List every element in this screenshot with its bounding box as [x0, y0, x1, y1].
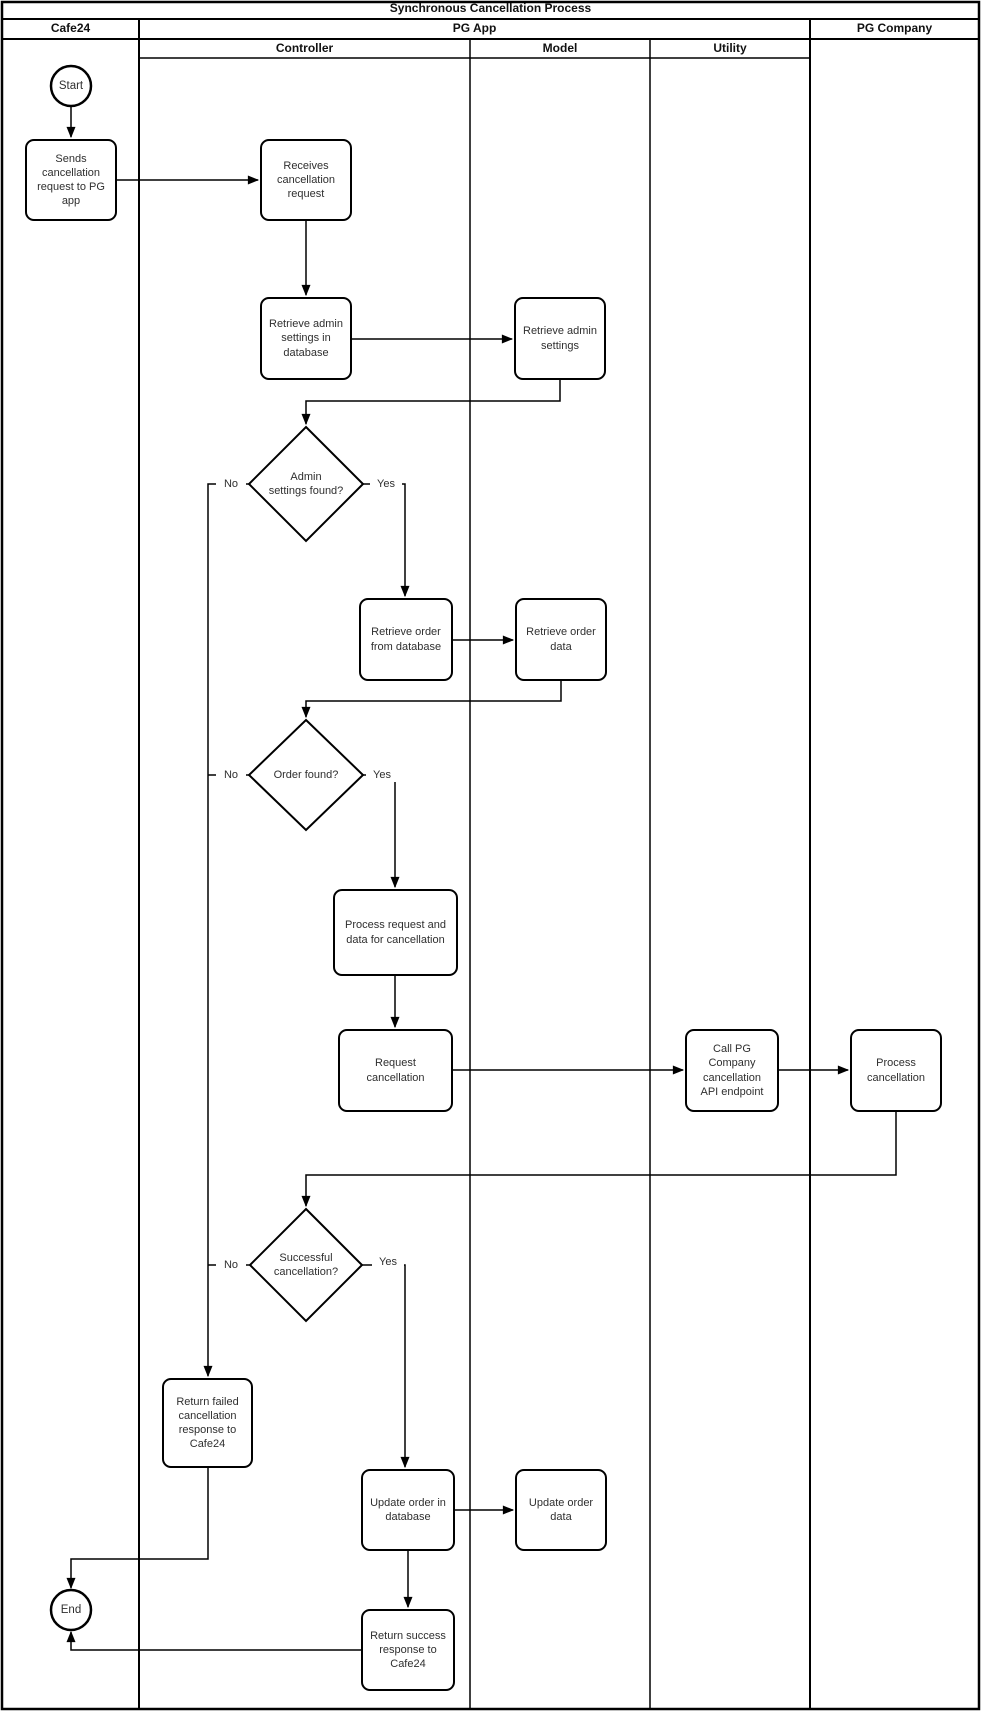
start-terminator — [49, 64, 93, 108]
label-update-order-data: Update order data — [528, 1496, 594, 1523]
label-call-pg-api: Call PG Company cancellation API endpoin… — [700, 1043, 764, 1098]
label-sends-cancellation: Sends cancellation request to PG app — [37, 152, 105, 208]
label-receives-cancellation: Receives cancellation request — [276, 159, 336, 201]
decision-successful-cancellation — [248, 1207, 364, 1323]
node-retrieve-order-db — [359, 598, 453, 681]
edge-label-order-found-yes: Yes — [366, 768, 398, 782]
label-retrieve-admin-settings: Retrieve admin settings — [523, 325, 597, 352]
label-order-found: Order found? — [273, 768, 339, 781]
label-retrieve-order-db: Retrieve order from database — [370, 626, 442, 653]
node-update-order-data — [515, 1469, 607, 1551]
label-request-cancellation: Request cancellation — [366, 1057, 425, 1084]
node-retrieve-admin-settings — [514, 297, 606, 380]
edge-return-success-to-end — [66, 1630, 362, 1651]
label-successful-cancellation: Successful cancellation? — [273, 1251, 339, 1278]
lane-label-pg-company: PG Company — [856, 21, 933, 36]
edge-retrieve-order-data-to-order-found — [301, 680, 562, 719]
node-call-pg-api — [685, 1029, 779, 1112]
node-retrieve-admin-settings-db — [260, 297, 352, 380]
label-retrieve-order-data: Retrieve order data — [526, 626, 596, 653]
edge-label-admin-found-no: No — [216, 477, 246, 491]
sublane-label-model: Model — [542, 40, 578, 55]
node-request-cancellation — [338, 1029, 453, 1112]
edge-label-admin-found-yes: Yes — [370, 477, 402, 491]
edge-process-cancellation-to-successful — [301, 1111, 897, 1208]
decision-order-found — [247, 718, 365, 832]
label-return-success: Return success response to Cafe24 — [370, 1629, 446, 1671]
node-process-request-data — [333, 889, 458, 976]
label-admin-settings-found: Admin settings found? — [268, 470, 344, 497]
label-return-failed: Return failed cancellation response to C… — [176, 1395, 239, 1451]
decision-admin-settings-found — [247, 425, 365, 543]
edge-retrieve-admin-to-admin-found — [301, 379, 561, 426]
end-terminator — [49, 1588, 93, 1632]
edge-label-order-found-no: No — [216, 768, 246, 782]
node-process-cancellation — [850, 1029, 942, 1112]
sublane-label-controller: Controller — [275, 40, 334, 55]
node-return-success — [361, 1609, 455, 1691]
label-update-order-db: Update order in database — [370, 1496, 446, 1523]
node-return-failed — [162, 1378, 253, 1468]
sublane-label-utility: Utility — [713, 40, 747, 55]
edge-successful-yes-to-update-order — [362, 1264, 410, 1469]
edge-return-failed-to-end — [66, 1467, 209, 1590]
node-receives-cancellation — [260, 139, 352, 221]
node-sends-cancellation — [25, 139, 117, 221]
edge-label-successful-yes: Yes — [372, 1255, 404, 1269]
edge-admin-found-yes-to-retrieve-order — [363, 483, 410, 598]
diagram-title: Synchronous Cancellation Process — [389, 0, 592, 15]
node-retrieve-order-data — [515, 598, 607, 681]
end-label: End — [60, 1603, 82, 1616]
edge-order-found-yes-to-process-request — [363, 774, 400, 889]
lane-label-cafe24: Cafe24 — [50, 21, 91, 36]
label-process-request-data: Process request and data for cancellatio… — [345, 919, 446, 946]
edge-label-successful-no: No — [216, 1258, 246, 1272]
label-process-cancellation: Process cancellation — [866, 1057, 926, 1084]
lane-label-pg-app: PG App — [452, 21, 497, 36]
start-label: Start — [58, 79, 84, 92]
node-update-order-db — [361, 1469, 455, 1551]
edge-no-rail-to-return-failed — [203, 483, 249, 1378]
label-retrieve-admin-settings-db: Retrieve admin settings in database — [269, 318, 343, 359]
